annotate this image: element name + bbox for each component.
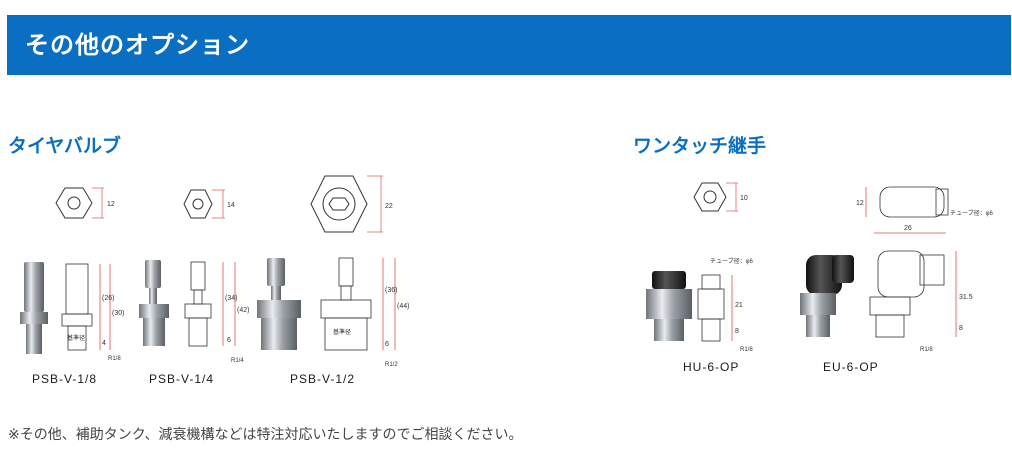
thread-size-label: R1/4 <box>231 358 244 364</box>
product-drawing-eu-6-op: 12 チューブ径：φ6 26 31.5 8 R1/8 <box>800 186 994 353</box>
product-drawing-hu-6-op: 10 チューブ径：φ6 21 8 R1/8 <box>646 182 754 353</box>
fitting-outline <box>697 274 733 342</box>
dimension-top: 12 <box>856 200 864 207</box>
dimension-upper: (36) <box>385 287 397 294</box>
thread-size-label: R1/8 <box>920 347 933 353</box>
hex-dimension: 22 <box>385 203 393 210</box>
product-caption: PSB-V-1/8 <box>32 372 98 386</box>
footnote: ※その他、補助タンク、減衰機構などは特注対応いたしますのでご相談ください。 <box>8 427 523 443</box>
product-drawing-psb-v-1-2: 22 (36) (44) 基準径 6 R1/2 <box>257 175 409 368</box>
valve-photo <box>257 258 301 350</box>
section-title-one-touch-fitting: ワンタッチ継手 <box>633 135 767 157</box>
reference-diameter-label: 基準径 <box>67 334 85 342</box>
product-caption: EU-6-OP <box>823 360 879 374</box>
hex-dimension: 10 <box>740 195 748 202</box>
tube-diameter-label: チューブ径：φ6 <box>710 257 754 265</box>
dimension-thread-length: 6 <box>227 337 231 344</box>
dimension-thread-length: 4 <box>102 340 106 347</box>
fitting-photo <box>646 271 692 341</box>
valve-outline <box>61 263 111 351</box>
elbow-photo <box>800 255 854 337</box>
page-banner: その他のオプション <box>7 15 1011 75</box>
hex-top-view <box>55 187 104 219</box>
dimension-width: 26 <box>904 225 912 232</box>
product-caption: PSB-V-1/2 <box>290 372 356 386</box>
dimension-thread-length: 8 <box>735 328 739 335</box>
hex-top-view <box>183 189 225 219</box>
dimension-total: (42) <box>237 307 249 314</box>
thread-size-label: R1/8 <box>740 347 753 353</box>
hex-dimension: 14 <box>227 202 235 209</box>
dimension-upper: (34) <box>225 295 237 302</box>
dimension-total: (44) <box>397 303 409 310</box>
hex-top-view <box>310 175 383 233</box>
dimension-upper: (26) <box>102 295 114 302</box>
dimension-thread-length: 8 <box>959 325 963 332</box>
dimension-height: 21 <box>735 302 743 309</box>
thread-size-label: R1/2 <box>385 362 398 368</box>
hex-top-view <box>693 182 738 212</box>
reference-diameter-label: 基準径 <box>333 328 351 336</box>
product-caption: PSB-V-1/4 <box>149 372 215 386</box>
valve-photo <box>139 260 169 346</box>
section-title-tire-valve: タイヤバルブ <box>8 135 122 157</box>
thread-size-label: R1/8 <box>108 356 121 362</box>
valve-photo <box>20 262 48 354</box>
tube-diameter-label: チューブ径：φ6 <box>950 209 994 217</box>
product-caption: HU-6-OP <box>683 360 740 374</box>
product-drawing-psb-v-1-8: 12 (26) (30) 基準径 4 R1/8 <box>20 187 124 362</box>
product-drawing-psb-v-1-4: 14 (34) (42) 6 R1/4 <box>139 189 249 364</box>
page-title: その他のオプション <box>25 31 250 59</box>
dimension-height: 31.5 <box>959 294 973 301</box>
dimension-thread-length: 6 <box>385 341 389 348</box>
elbow-top-view <box>865 186 949 218</box>
valve-outline <box>184 261 236 347</box>
valve-outline <box>320 257 396 351</box>
hex-dimension: 12 <box>107 201 115 208</box>
dimension-total: (30) <box>112 310 124 317</box>
elbow-outline <box>869 232 957 338</box>
